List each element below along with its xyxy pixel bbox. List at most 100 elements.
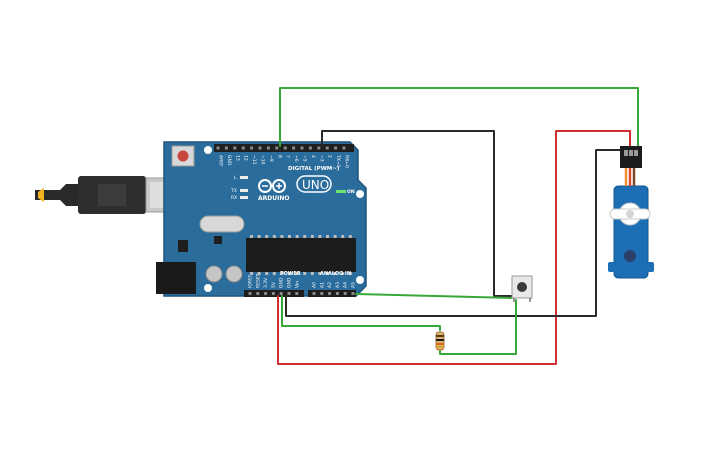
analog-pin[interactable] xyxy=(328,292,332,295)
analog-pin-label: A0 xyxy=(312,282,318,288)
digital-pin-label: ~9 xyxy=(268,155,274,162)
analog-pin[interactable] xyxy=(343,292,347,295)
digital-pin-holes xyxy=(216,146,346,150)
power-pin[interactable] xyxy=(271,292,275,295)
capacitor xyxy=(205,265,223,283)
digital-pin-label: ~3 xyxy=(318,155,324,162)
digital-pin-label: 7 xyxy=(285,155,291,158)
analog-pin-label: A4 xyxy=(343,282,349,288)
digital-pin[interactable] xyxy=(275,146,279,150)
power-pin-label: 5V xyxy=(271,281,277,288)
analog-label: ANALOG IN xyxy=(320,271,351,277)
digital-pin[interactable] xyxy=(224,146,228,150)
digital-pin-label: 4 xyxy=(310,155,316,158)
wire-button-input[interactable] xyxy=(355,293,513,299)
voltage-regulator xyxy=(178,240,188,252)
led-rx xyxy=(240,196,248,199)
digital-pin-label: 2 xyxy=(327,155,333,158)
wire-resistor-button[interactable] xyxy=(439,299,517,355)
digital-pin-label: ~11 xyxy=(251,155,257,165)
analog-pin-label: A1 xyxy=(319,282,325,288)
digital-pin[interactable] xyxy=(250,146,254,150)
analog-pin[interactable] xyxy=(320,292,324,295)
led-tx-label: TX xyxy=(230,188,237,194)
power-pin[interactable] xyxy=(264,292,268,295)
digital-pin-label: ~5 xyxy=(302,155,308,162)
digital-pin-label: GND xyxy=(226,155,232,166)
power-pin[interactable] xyxy=(256,292,260,295)
digital-pin[interactable] xyxy=(216,146,220,150)
wire-ground-servo[interactable] xyxy=(285,149,623,317)
analog-pin-label: A5 xyxy=(351,282,357,288)
crystal xyxy=(199,215,245,233)
power-pin[interactable] xyxy=(248,292,252,295)
digital-pin-label: ~10 xyxy=(260,155,266,165)
digital-pin-label: AREF xyxy=(218,155,224,167)
led-tx xyxy=(240,189,248,192)
analog-pin-label: A3 xyxy=(335,282,341,288)
digital-pin-label: TX→1 xyxy=(335,154,341,168)
digital-pin[interactable] xyxy=(342,146,346,150)
digital-pin[interactable] xyxy=(292,146,296,150)
digital-pin-label: 12 xyxy=(243,155,249,161)
digital-pin-label: ~6 xyxy=(293,155,299,162)
digital-pin[interactable] xyxy=(266,146,270,150)
power-pin-label: GND xyxy=(279,277,285,288)
wire-signal-green[interactable] xyxy=(279,87,639,147)
reset-button[interactable] xyxy=(171,145,195,167)
power-pin[interactable] xyxy=(279,292,283,295)
brand-label: ARDUINO xyxy=(258,195,289,202)
power-led xyxy=(336,190,346,193)
uno-badge xyxy=(296,175,332,193)
digital-pin[interactable] xyxy=(308,146,312,150)
pushbutton[interactable] xyxy=(511,275,533,302)
digital-pin[interactable] xyxy=(258,146,262,150)
digital-label: DIGITAL (PWM~) xyxy=(288,166,340,172)
mounting-hole xyxy=(204,284,212,292)
wire-resistor-ground[interactable] xyxy=(281,295,441,331)
analog-pin[interactable] xyxy=(351,292,355,295)
digital-pin[interactable] xyxy=(300,146,304,150)
power-pin[interactable] xyxy=(295,292,299,295)
servo-connector[interactable] xyxy=(620,146,642,168)
wire-power-red[interactable] xyxy=(277,130,631,365)
power-pin-label: RESET xyxy=(255,273,261,288)
wires xyxy=(277,87,639,365)
capacitor xyxy=(225,265,243,283)
usb-cable[interactable] xyxy=(35,176,173,214)
power-jack[interactable] xyxy=(156,262,196,294)
arduino-logo xyxy=(258,179,286,193)
digital-pin-label: RX←0 xyxy=(344,155,350,168)
wire-ground-black[interactable] xyxy=(321,130,519,297)
digital-pin[interactable] xyxy=(317,146,321,150)
power-pin-label: Vin xyxy=(294,281,300,288)
digital-pin-label: 13 xyxy=(234,155,240,161)
digital-pin[interactable] xyxy=(283,146,287,150)
led-rx-label: RX xyxy=(231,195,237,201)
power-pin-label: IOREF xyxy=(248,274,254,288)
power-label: POWER xyxy=(280,271,301,277)
digital-pin[interactable] xyxy=(325,146,329,150)
digital-pin-label: 8 xyxy=(276,155,282,158)
led-l xyxy=(240,176,248,179)
resistor[interactable] xyxy=(435,331,445,351)
analog-header xyxy=(308,290,356,297)
mounting-hole xyxy=(204,146,212,154)
analog-pin[interactable] xyxy=(335,292,339,295)
digital-pin[interactable] xyxy=(233,146,237,150)
power-pin-label: 3.3V xyxy=(263,277,269,288)
digital-pin[interactable] xyxy=(241,146,245,150)
mounting-hole xyxy=(356,276,364,284)
analog-pin[interactable] xyxy=(312,292,316,295)
power-pin[interactable] xyxy=(287,292,291,295)
analog-pin-label: A2 xyxy=(327,282,333,288)
mounting-hole xyxy=(356,190,364,198)
micro-servo[interactable] xyxy=(608,146,654,279)
power-pin-label: GND xyxy=(287,277,293,288)
digital-pin[interactable] xyxy=(334,146,338,150)
